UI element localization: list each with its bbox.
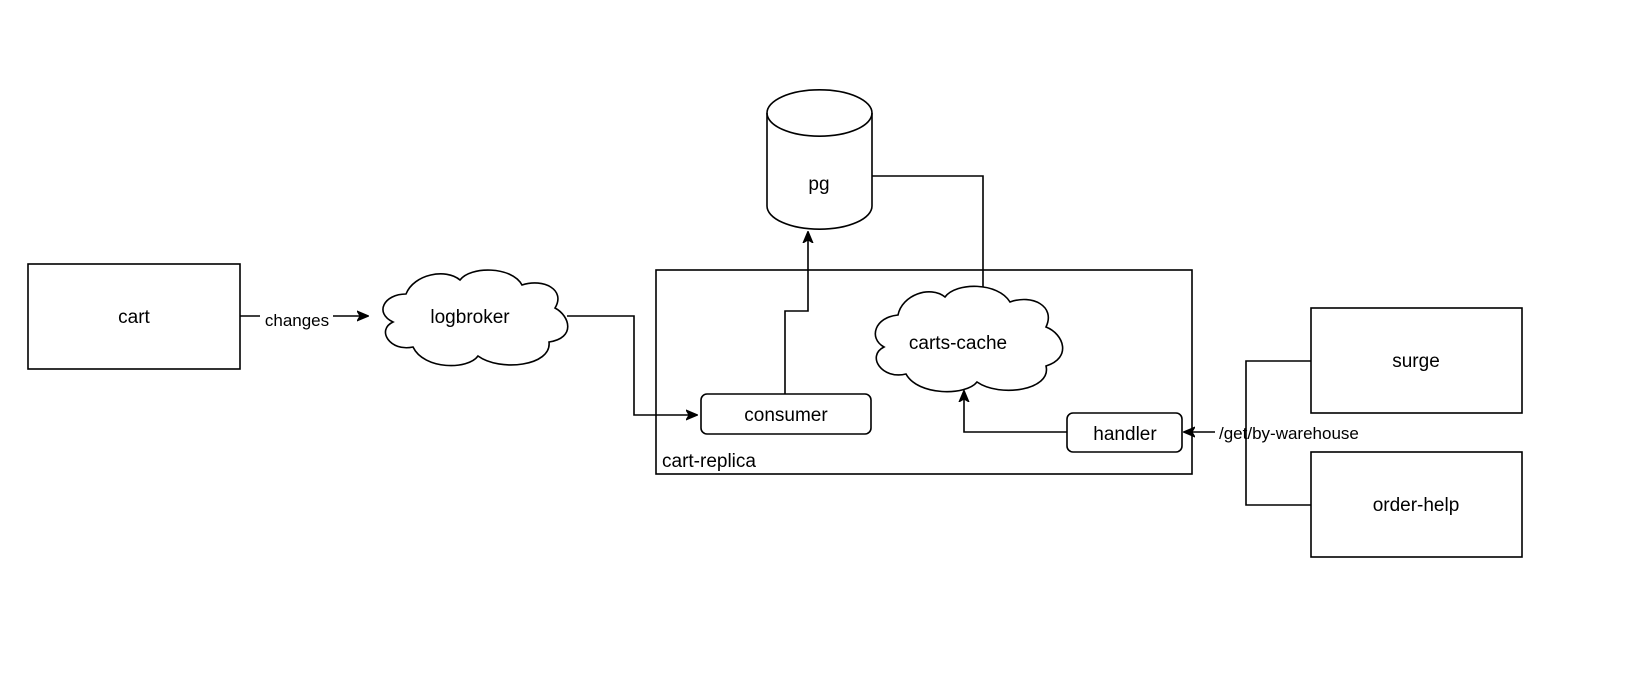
edge-pg-to-carts-cache[interactable] [872,175,983,302]
node-order-help[interactable]: order-help [1310,451,1523,558]
node-order-help-label: order-help [1373,495,1460,516]
node-surge[interactable]: surge [1310,307,1523,414]
edge-label-get-by-warehouse: /get/by-warehouse [1219,424,1359,443]
node-handler[interactable]: handler [1066,412,1183,453]
node-pg-label: pg [808,174,829,195]
node-pg[interactable]: pg [766,88,873,231]
cart-replica-container[interactable]: cart-replica [655,269,1193,475]
edge-handler-to-carts-cache[interactable] [964,391,1067,433]
edge-consumer-to-pg[interactable] [784,232,808,394]
node-consumer[interactable]: consumer [700,393,872,435]
node-cart[interactable]: cart [27,263,241,370]
node-consumer-label: consumer [744,405,828,426]
node-carts-cache-label: carts-cache [909,333,1007,354]
edge-clients-to-handler[interactable]: /get/by-warehouse [1184,360,1359,506]
node-handler-label: handler [1093,424,1157,445]
edge-logbroker-to-consumer[interactable] [567,315,697,415]
node-surge-label: surge [1392,351,1440,372]
node-logbroker[interactable]: logbroker [382,269,569,367]
edge-cart-to-logbroker[interactable]: changes [240,311,368,330]
edge-label-changes: changes [265,311,329,330]
node-logbroker-label: logbroker [430,307,510,328]
cart-replica-label: cart-replica [662,451,756,472]
node-cart-label: cart [118,307,150,328]
node-carts-cache[interactable]: carts-cache [874,285,1064,393]
